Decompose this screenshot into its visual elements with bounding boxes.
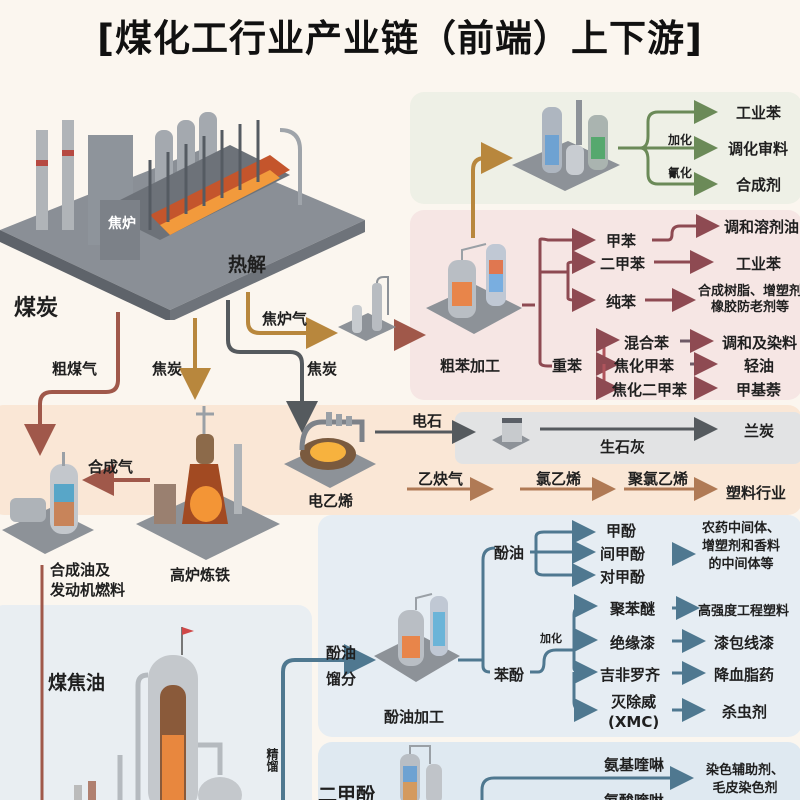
xylenol-label: 二甲酚: [318, 784, 376, 800]
xmc-label: 灭除威 (XMC): [608, 693, 660, 731]
benzene-refining-plant-illustration: [512, 100, 620, 191]
coke-label-1: 焦炭: [152, 360, 183, 378]
acetylene-label: 乙炔气: [418, 470, 464, 488]
insulating-varnish-label: 绝缘漆: [610, 634, 656, 652]
blast-furnace-label: 高炉炼铁: [170, 566, 231, 584]
upgrade-process-label-1: 加化: [668, 133, 693, 147]
phenol-oil-plant-illustration: [374, 593, 460, 682]
pvc-label: 聚氯乙烯: [628, 470, 689, 488]
toluene-product: 调和溶剂油: [724, 218, 800, 236]
carbide-label: 电石: [412, 412, 443, 430]
upgrade-product-1: 工业苯: [736, 104, 782, 122]
distill-label: 精馏: [265, 748, 279, 772]
upgrade-process-label-2: 氰化: [668, 166, 693, 180]
crude-benzene-plant-illustration: [426, 243, 522, 334]
pure-benzene-label: 纯苯: [606, 293, 637, 311]
phenol-oil-fraction-label: 酚油 馏分: [326, 644, 357, 688]
plastics-label: 塑料行业: [726, 484, 787, 502]
coking-xylene-product: 甲基萘: [736, 381, 782, 399]
synthetic-oil-plant-illustration: [2, 452, 94, 554]
aminoquinoline-label: 氨基喹啉: [604, 756, 665, 774]
second-quinoline-label: 氨酸喹啉: [604, 790, 664, 800]
pyrolysis-label: 热解: [228, 254, 267, 276]
ppe-label: 聚苯醚: [610, 600, 656, 618]
blast-furnace-illustration: [136, 406, 280, 560]
coke-oven-plant-illustration: [0, 112, 365, 320]
pure-benzene-product: 合成树脂、增塑剂 橡胶防老剂等: [698, 284, 800, 315]
gemfibrozil-label: 吉非罗齐: [600, 666, 661, 684]
insulating-varnish-product: 漆包线漆: [714, 634, 775, 652]
xylene-product: 工业苯: [736, 255, 782, 273]
phenol-oil-processing-label: 酚油加工: [384, 708, 445, 726]
page-title: [煤化工行业产业链（前端）上下游]: [97, 17, 703, 60]
upgrade-product-2: 调化审料: [728, 140, 789, 158]
xylenol-plant-illustration: [400, 745, 442, 800]
xylene-label: 二甲苯: [600, 255, 646, 273]
toluene-label: 甲苯: [606, 232, 637, 250]
gemfibrozil-product: 降血脂药: [714, 666, 775, 684]
synthetic-oil-label: 合成油及 发动机燃料: [50, 561, 126, 599]
coke-label-2: 焦炭: [307, 360, 338, 378]
lime-kiln-illustration: [492, 418, 530, 450]
semi-coke-label: 兰炭: [744, 422, 775, 440]
quicklime-label: 生石灰: [600, 438, 646, 456]
coal-label: 煤炭: [14, 296, 59, 321]
vinyl-chloride-label: 氯乙烯: [536, 470, 582, 488]
coking-xylene-label: 焦化二甲苯: [612, 381, 688, 399]
carbide-furnace-illustration: [284, 412, 376, 488]
crude-gas-label: 粗煤气: [52, 360, 98, 378]
coke-oven-label: 焦炉: [108, 216, 136, 232]
p-cresol-label: 对甲酚: [600, 568, 646, 586]
ppe-product: 高强度工程塑料: [698, 604, 790, 619]
coal-tar-label: 煤焦油: [48, 672, 106, 694]
phenol-label: 苯酚: [494, 666, 525, 684]
phenol-process-label: 加化: [540, 632, 562, 645]
coke-oven-gas-label: 焦炉气: [262, 310, 308, 328]
heavy-benzene-label: 重苯: [552, 357, 583, 375]
upgrade-product-3: 合成剂: [736, 176, 782, 194]
mixed-benzene-product: 调和及染料: [722, 334, 798, 352]
xmc-product: 杀虫剂: [722, 703, 768, 721]
coking-toluene-label: 焦化甲苯: [614, 357, 675, 375]
aminoquinoline-product: 染色辅助剂、 毛皮染色剂: [706, 763, 785, 796]
syngas-label: 合成气: [88, 458, 134, 476]
carbide-furnace-label: 电乙烯: [308, 492, 354, 510]
coking-toluene-product: 轻油: [744, 357, 775, 375]
cresol-label: 甲酚: [606, 522, 637, 540]
phenol-oil-label: 酚油: [494, 544, 525, 562]
m-cresol-label: 间甲酚: [600, 545, 646, 563]
tar-distillation-tower-illustration: [74, 627, 242, 800]
gas-purification-plant-illustration: [338, 276, 396, 341]
crude-benzene-label: 粗苯加工: [440, 357, 501, 375]
mixed-benzene-label: 混合苯: [624, 334, 670, 352]
cresol-product: 农药中间体、 增塑剂和香料 的中间体等: [702, 521, 781, 572]
